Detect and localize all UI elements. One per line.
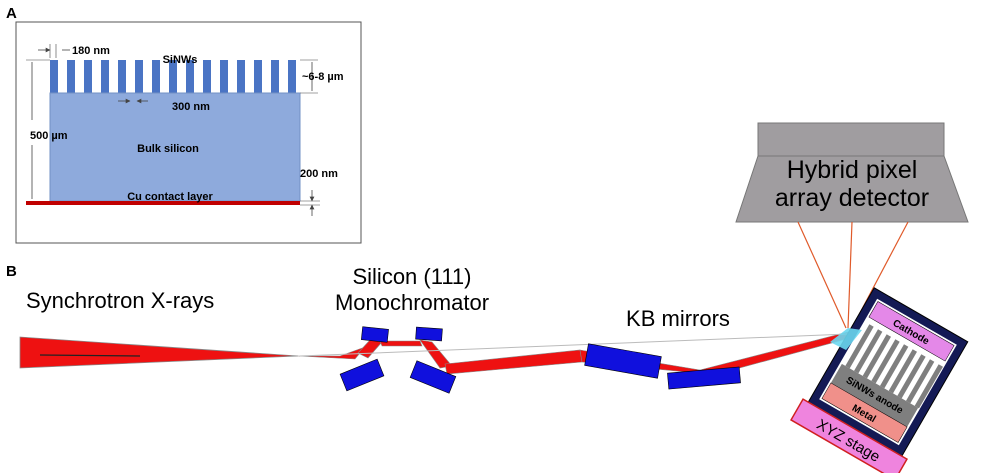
crystal-top-left [361,326,389,343]
xyz-stage [790,398,908,473]
anode-nanowire [888,349,917,394]
nanowire [135,60,143,93]
bulk-silicon-block [49,92,301,202]
diffraction-ray-left [797,221,847,329]
detector-label-line1: Hybrid pixel [787,156,918,184]
cu-contact-layer [26,201,300,205]
bulk-silicon-label: Bulk silicon [137,143,199,155]
crystal-bottom-left [339,358,385,392]
nanowire [169,60,177,93]
anode-nanowire [871,339,900,384]
beam-source-cone [19,336,299,369]
nanowire [237,60,245,93]
anode-nanowire [897,354,926,399]
dim-nanowire-width: 180 nm [72,45,110,57]
dim-contact-thickness: 200 nm [300,168,338,180]
detector-body [735,155,969,223]
beam-incidence-window [830,328,862,350]
panel-b: B Synchrotron X-rays Silicon (111) Monoc… [6,122,969,473]
nanowire-array [50,60,296,93]
metal-layer [821,382,908,443]
sinws-title: SiNWs [163,54,198,66]
anode-base [830,363,919,427]
beam-between-crystals [379,340,423,347]
nanowire [84,60,92,93]
nanowire [288,60,296,93]
crystal-bottom-right [409,360,457,394]
nanowire [50,60,58,93]
cu-contact-label: Cu contact layer [127,191,213,203]
nanowire [254,60,262,93]
beam-reference-line [299,333,849,357]
crystal-top-right [415,326,443,342]
nanowire [186,60,194,93]
anode-nanowire [914,364,943,409]
nanowire [101,60,109,93]
monochromator-label-line2: Monochromator [335,290,489,315]
nanowire [118,60,126,93]
panel-b-label: B [6,263,17,280]
anode-nanowires [845,324,943,409]
dim-thickness: 500 µm [30,130,68,142]
source-label: Synchrotron X-rays [26,288,214,313]
pixel-detector: Hybrid pixel array detector [735,122,969,329]
nanowire [271,60,279,93]
electrochemical-cell: Cathode SiNWs anode Metal XYZ stage [790,287,969,473]
nanowire [203,60,211,93]
beam-to-mono-1 [297,346,366,360]
beam-axis-line [39,354,141,357]
dim-nanowire-height: ~6-8 µm [302,71,344,83]
cathode-layer [868,301,955,362]
panel-a-label: A [6,5,17,22]
nanowire [220,60,228,93]
kb-mirror-1 [584,343,662,379]
detector-label-line2: array detector [775,184,929,212]
kb-mirror-2 [667,366,741,390]
kb-mirror-assembly [584,343,741,390]
beam-mono-1 [357,339,383,359]
detector-top-block [757,122,945,157]
beam-after-mono [444,349,583,375]
monochromator-label-line1: Silicon (111) [352,264,471,289]
anode-nanowire [880,344,909,389]
anode-nanowire [845,324,874,369]
panel-a: A SiNWs 180 nm ~6-8 µm 300 nm 500 µm Bul… [6,5,362,244]
anode-nanowire [905,359,935,404]
anode-nanowire [862,334,892,379]
diffraction-ray-middle [847,221,853,329]
nanowire [152,60,160,93]
nanowire [67,60,75,93]
dim-nanowire-pitch: 300 nm [172,101,210,113]
anode-nanowire [854,329,883,374]
kb-mirrors-label: KB mirrors [626,306,730,331]
monochromator-crystals [339,326,457,394]
